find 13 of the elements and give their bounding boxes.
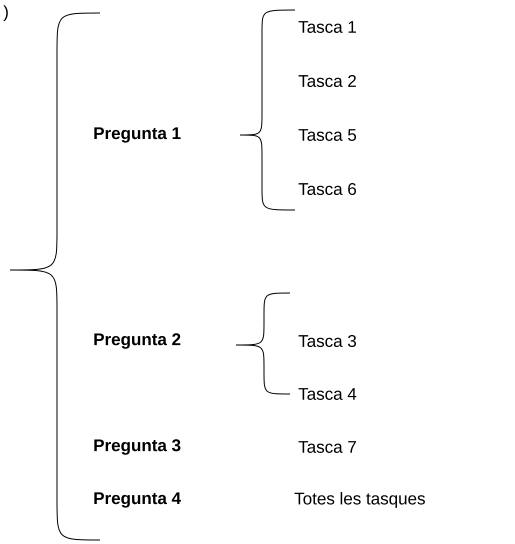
label-text: Pregunta 3 xyxy=(94,439,180,455)
label-text: Totes les tasques xyxy=(294,492,425,508)
label-text: Tasca 6 xyxy=(298,182,356,196)
label-text: Pregunta 1 xyxy=(94,127,181,143)
label-text: Tasca 3 xyxy=(298,334,356,348)
label-text: Tasca 5 xyxy=(298,129,356,141)
label-text: Pregunta 2 xyxy=(94,333,180,349)
label-text: Pregunta 4 xyxy=(94,492,181,508)
label-text: Tasca 7 xyxy=(298,441,356,453)
label-text: Tasca 4 xyxy=(298,388,356,400)
label-text: ) xyxy=(3,5,8,22)
label-text: Tasca 2 xyxy=(298,74,356,88)
label-text: Tasca 1 xyxy=(298,21,356,33)
